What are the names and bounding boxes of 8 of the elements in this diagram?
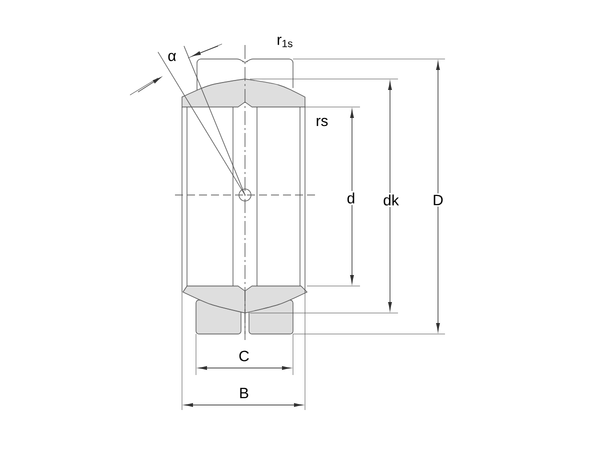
dimension-label: dk	[382, 193, 400, 207]
dimension-label: rs	[314, 116, 330, 128]
dimension-label: α	[166, 51, 178, 63]
dimension-label: B	[238, 386, 250, 400]
dimension-label: r$_{1s}$	[275, 35, 295, 49]
dimension-label: d	[345, 191, 357, 205]
dimension-label: D	[431, 193, 445, 207]
dimension-label: C	[237, 349, 251, 363]
